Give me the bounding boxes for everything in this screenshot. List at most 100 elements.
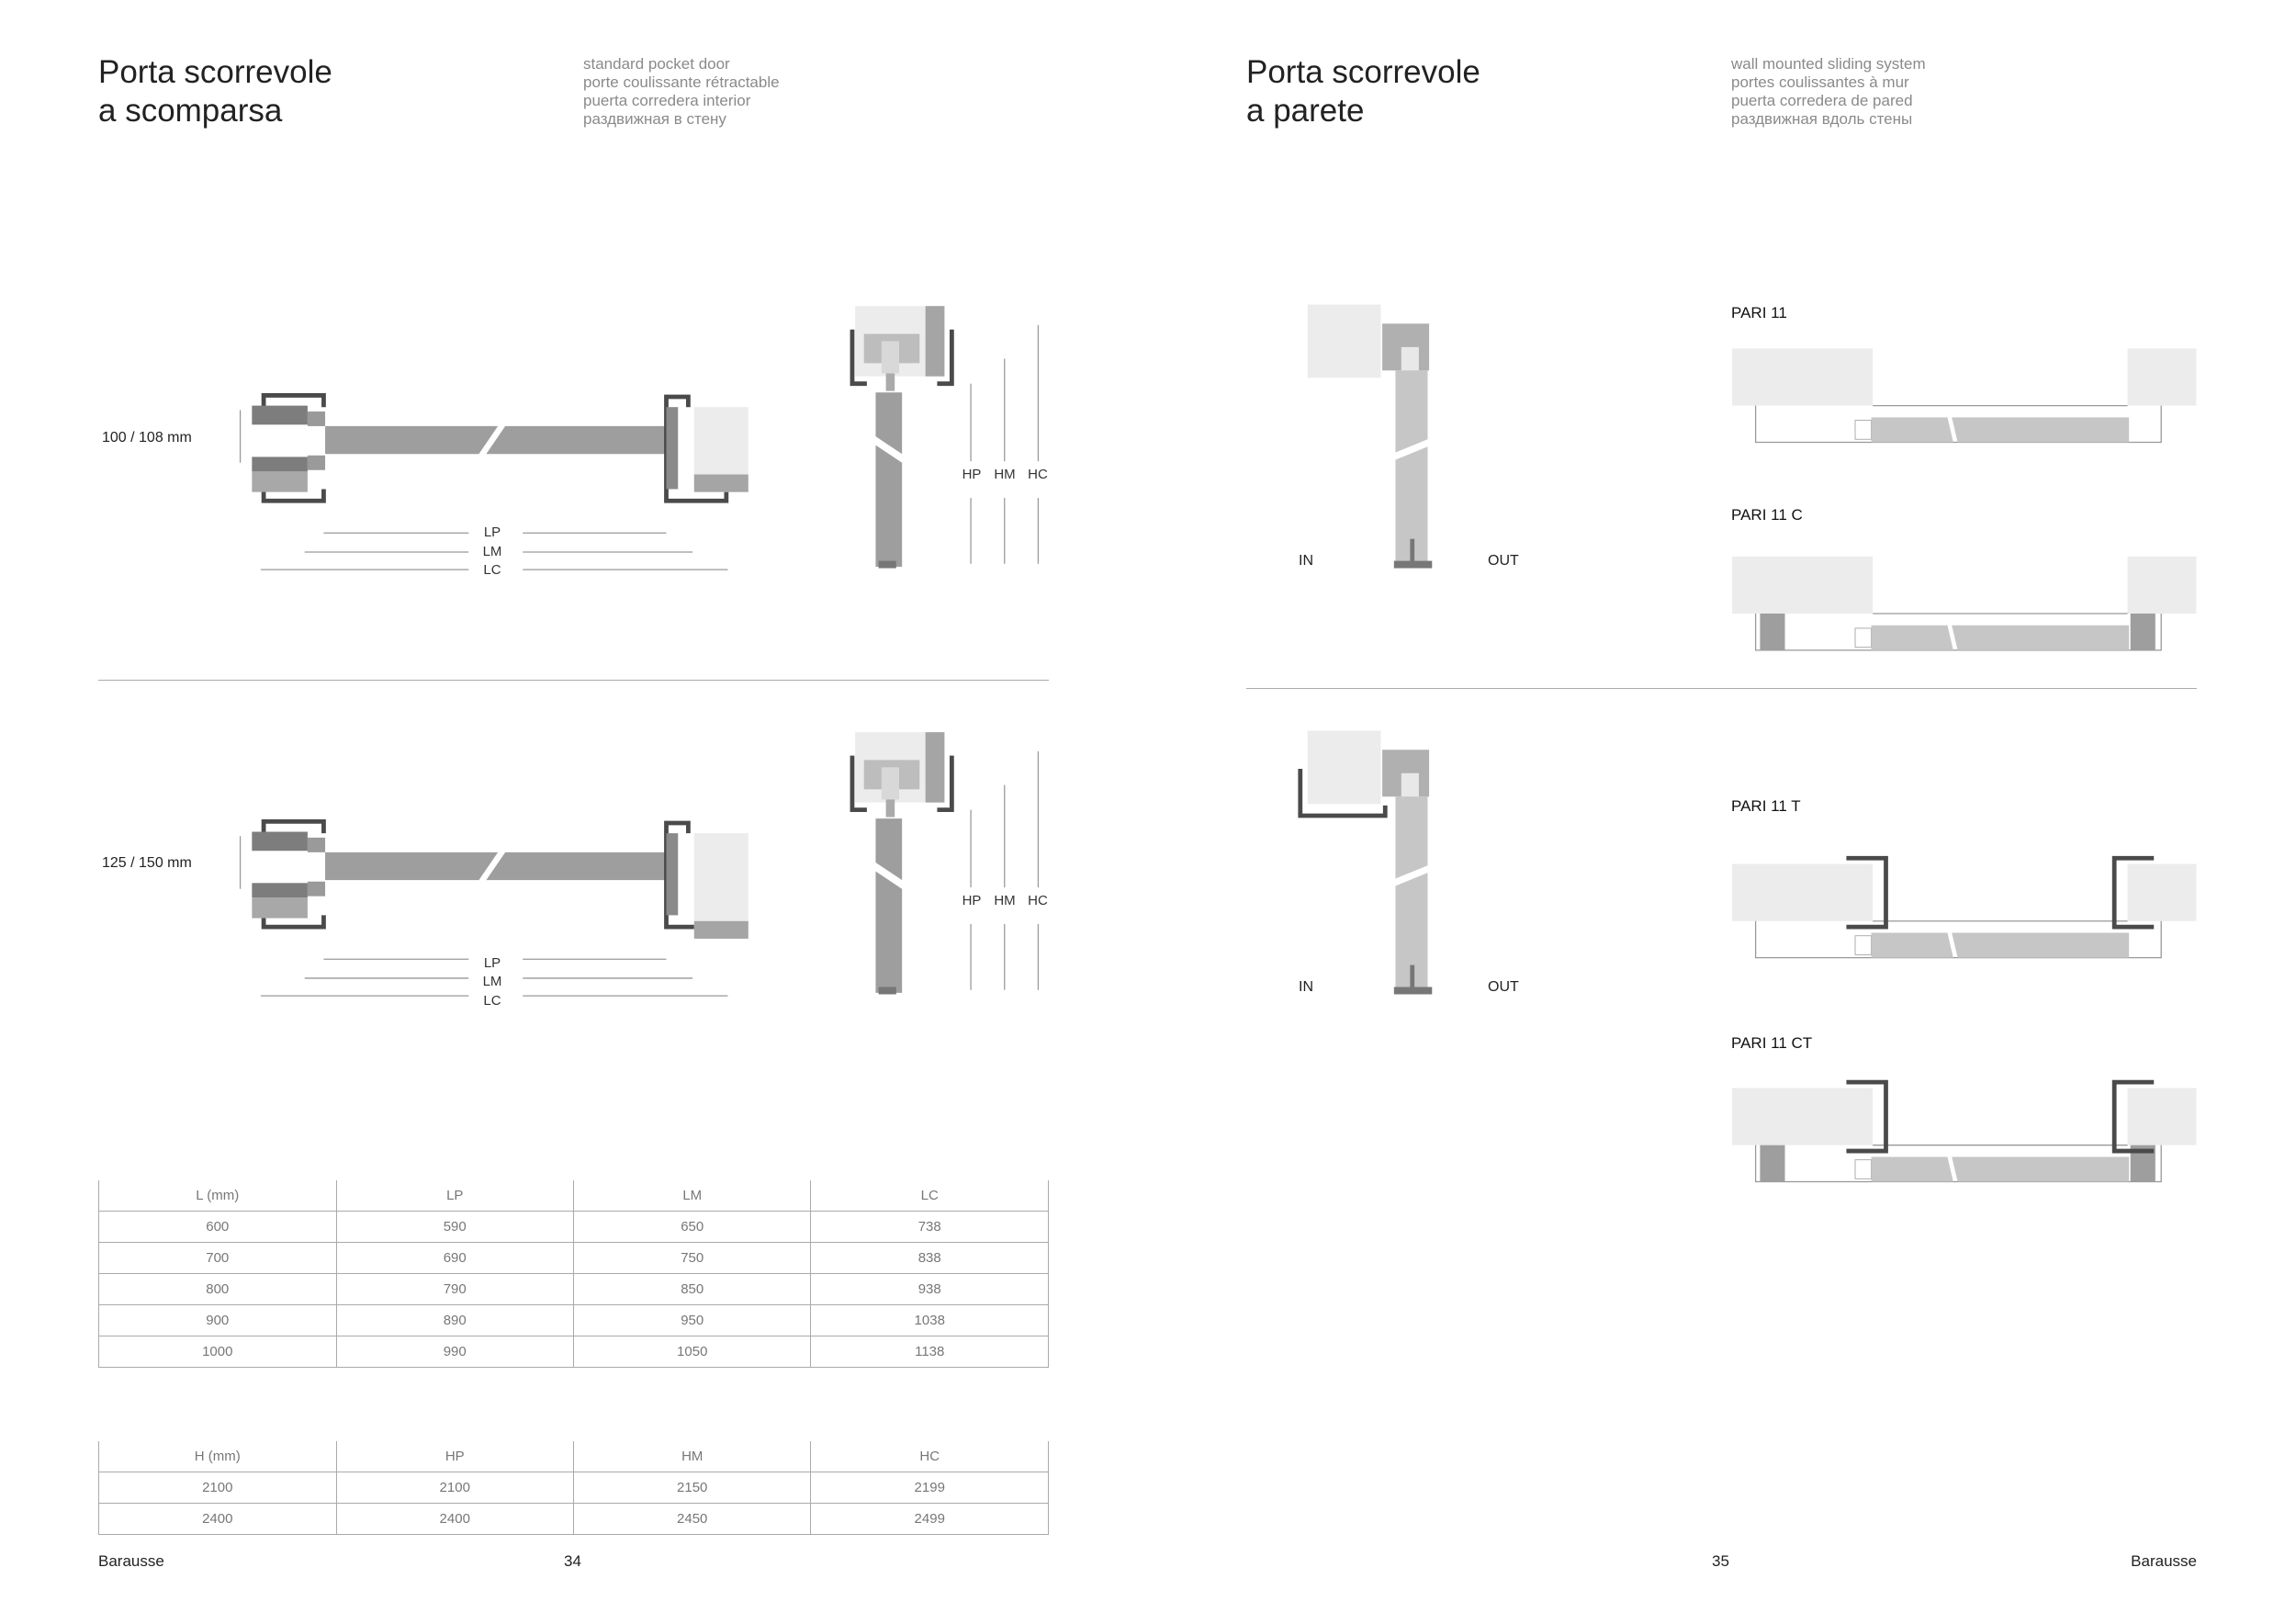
handle-plate (1854, 627, 1873, 648)
table-cell: 590 (335, 1211, 574, 1243)
jamb-post-left (1760, 1145, 1785, 1182)
track-carriage (1401, 773, 1419, 797)
left-title-line2: a scomparsa (98, 93, 283, 129)
door-leaf-right-part (1952, 417, 2130, 443)
handle-plate (1854, 1159, 1873, 1179)
door-leaf-left-part (325, 425, 499, 455)
column-header: L (mm) (98, 1180, 337, 1212)
table-cell: 2450 (572, 1503, 812, 1535)
right-jamb-stop (666, 833, 679, 916)
left-subtitles: standard pocket door porte coulissante r… (583, 55, 780, 129)
right-title: Porta scorrevole a parete (1246, 53, 1480, 130)
floor-guide (1393, 987, 1433, 995)
left-jamb-block-top (252, 831, 308, 851)
handle-plate (1854, 420, 1873, 440)
table-cell: 2400 (98, 1503, 337, 1535)
wall-block-left (1732, 863, 1874, 921)
left-jamb-frame (261, 818, 326, 930)
dim-lc-1: LC (483, 562, 501, 578)
door-leaf-left-part (1871, 417, 1953, 443)
door-section-lower (875, 445, 903, 567)
column-header: LP (335, 1180, 574, 1212)
subtitle-fr: porte coulissante rétractable (583, 73, 780, 91)
dim-lm-1: LM (482, 544, 502, 559)
subtitle-ru: раздвижная вдоль стены (1731, 110, 1913, 128)
table-cell: 1050 (572, 1336, 812, 1368)
dim-lp-2: LP (483, 955, 501, 971)
subtitle-es: puerta corredera interior (583, 92, 751, 109)
table-cell: 738 (810, 1211, 1049, 1243)
table-cell: 1038 (810, 1304, 1049, 1336)
subtitle-fr: portes coulissantes à mur (1731, 73, 1909, 91)
hanger-bolt (885, 799, 895, 818)
casing-bracket-left (1846, 1079, 1888, 1154)
jamb-post-right (2130, 613, 2155, 650)
table-cell: 2100 (335, 1472, 574, 1504)
door-leaf-left-part (1871, 625, 1953, 650)
handle-plate (1854, 935, 1873, 955)
track-carriage (1401, 346, 1419, 371)
model-label-pari-11-ct: PARI 11 CT (1731, 1034, 1813, 1052)
table-cell: 950 (572, 1304, 812, 1336)
left-guide-top (307, 837, 326, 852)
dim-hp-1: HP (962, 467, 982, 482)
wall-block-right (2127, 863, 2197, 921)
header-frame-bracket (850, 755, 954, 812)
wall-block-left (1732, 1088, 1874, 1145)
column-header: H (mm) (98, 1441, 337, 1472)
column-header: HM (572, 1441, 812, 1472)
model-label-pari-11-c: PARI 11 C (1731, 506, 1803, 524)
table-cell: 750 (572, 1242, 812, 1274)
left-guide-bottom (307, 881, 326, 897)
right-wall-block-base (693, 474, 748, 492)
footer-brand-right: Barausse (2131, 1552, 2197, 1570)
header-wall-side (925, 732, 945, 803)
left-jamb-block-bottom-light (252, 897, 308, 919)
casing-bracket-left (1846, 855, 1888, 930)
door-leaf-left-part (325, 851, 499, 881)
dim-hm-2: HM (994, 893, 1016, 908)
model-label-pari-11-t: PARI 11 T (1731, 797, 1801, 815)
right-jamb-stop (666, 407, 679, 490)
out-label-2: OUT (1488, 979, 1519, 995)
table-cell: 2400 (335, 1503, 574, 1535)
wall-block (1307, 304, 1381, 378)
wall-block-left (1732, 556, 1874, 614)
right-title-line1: Porta scorrevole (1246, 54, 1480, 90)
left-jamb-block-bottom (252, 883, 308, 898)
door-leaf-right-part (1952, 1156, 2130, 1182)
page-number-left: 34 (564, 1552, 581, 1570)
floor-guide-pin (1410, 964, 1415, 989)
page-number-right: 35 (1712, 1552, 1729, 1570)
door-section-lower (1395, 873, 1428, 990)
section-divider-right (1246, 688, 2197, 689)
model-label-pari-11: PARI 11 (1731, 304, 1787, 321)
track-carriage (881, 767, 899, 800)
table-cell: 850 (572, 1273, 812, 1305)
table-cell: 1138 (810, 1336, 1049, 1368)
column-header: HP (335, 1441, 574, 1472)
table-cell: 900 (98, 1304, 337, 1336)
dim-hc-1: HC (1028, 467, 1048, 482)
dim-lm-2: LM (482, 974, 502, 989)
left-guide-bottom (307, 455, 326, 470)
table-cell: 990 (335, 1336, 574, 1368)
table-cell: 600 (98, 1211, 337, 1243)
wall-block-right (2127, 556, 2197, 614)
dim-lp-1: LP (483, 524, 501, 540)
hanger-bolt (885, 373, 895, 391)
door-leaf-left-part (1871, 932, 1953, 958)
dim-hm-1: HM (994, 467, 1016, 482)
table-cell: 790 (335, 1273, 574, 1305)
left-title: Porta scorrevole a scomparsa (98, 53, 332, 130)
floor-guide (1393, 560, 1433, 569)
